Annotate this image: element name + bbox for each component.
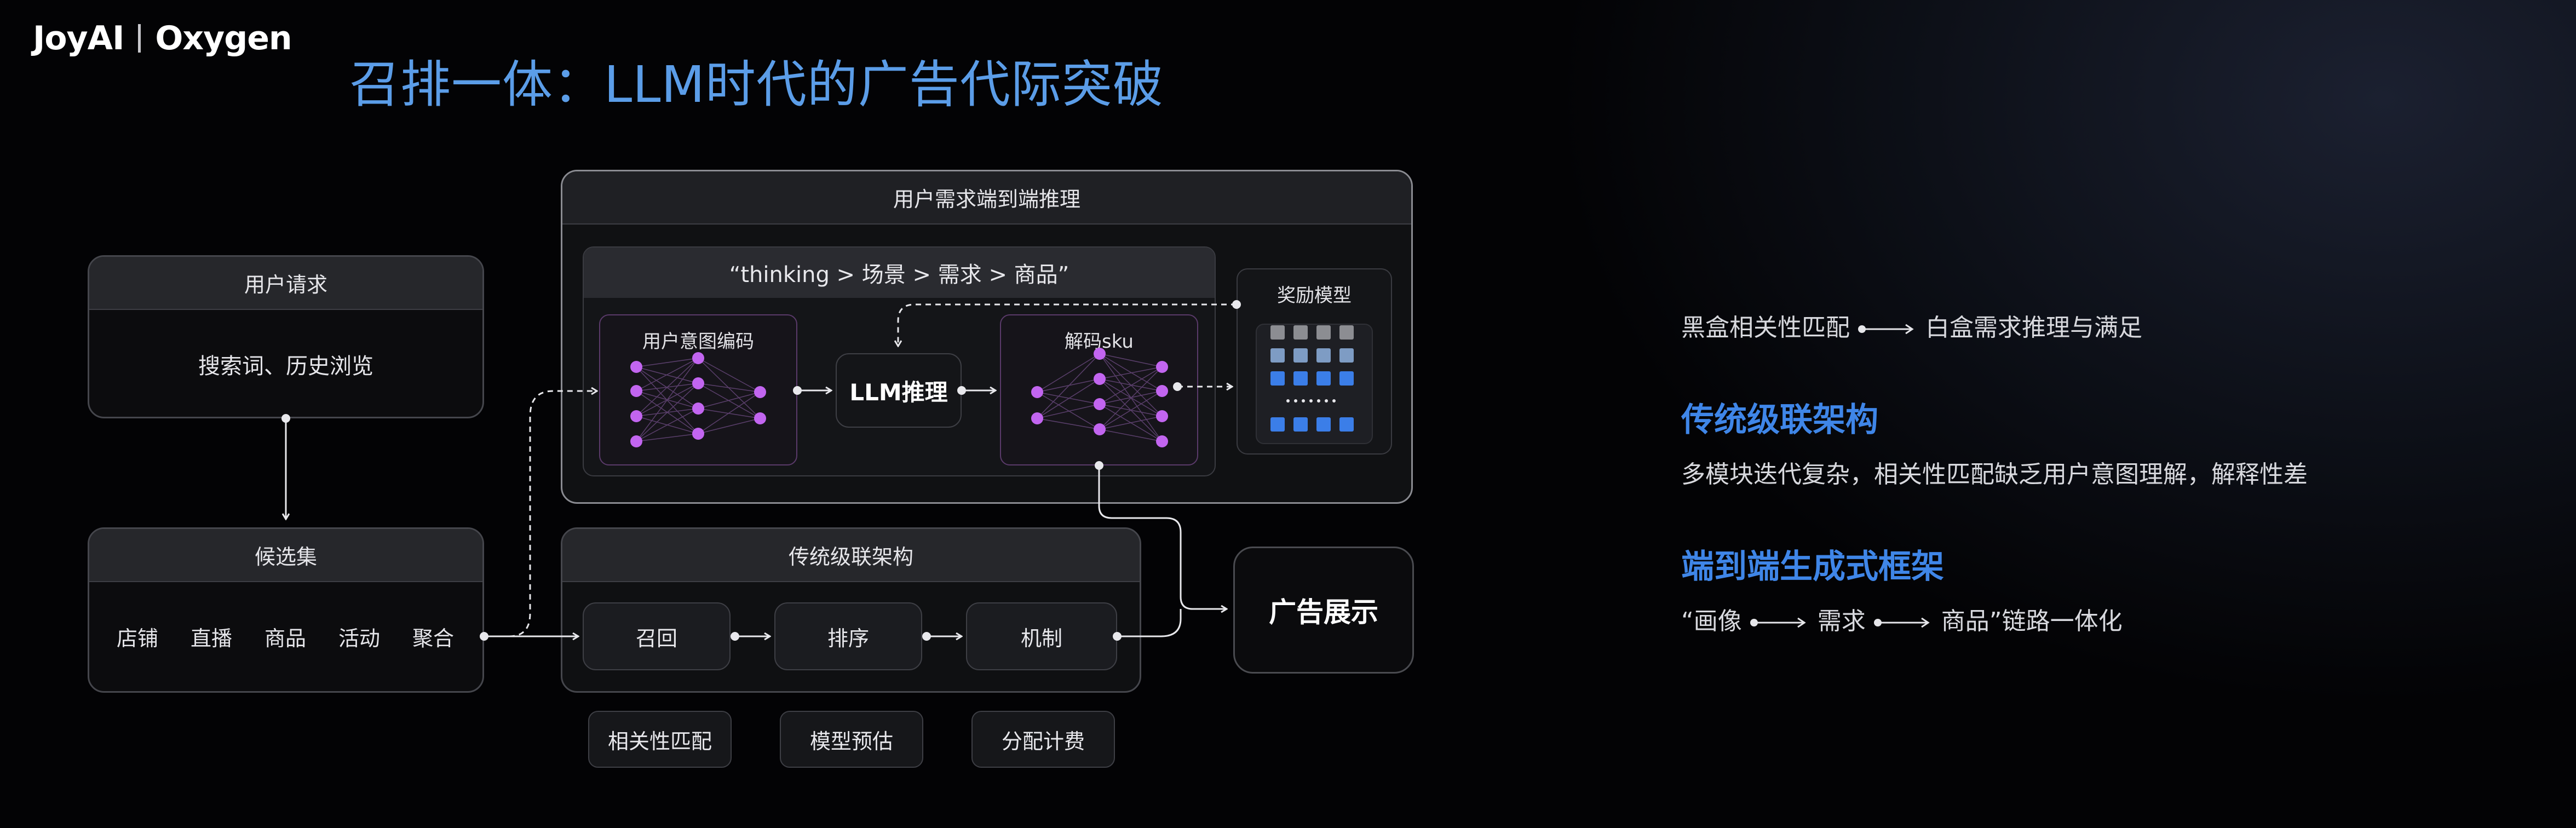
reward-model-box: 奖励模型 [1237,268,1392,455]
logo-oxygen: Oxygen [155,19,292,58]
page-title: 召排一体：LLM时代的广告代际突破 [349,55,1164,114]
logo-joyai: JoyAI [33,19,124,58]
arrow-right-icon [1873,617,1930,628]
stage-ranking: 排序 [774,602,922,670]
sub-relevance-matching: 相关性匹配 [588,711,732,768]
intent-encoder-box: 用户意图编码 [599,314,797,465]
user-request-title: 用户请求 [89,257,482,310]
sub-model-estimation: 模型预估 [780,711,923,768]
comparison-line: 黑盒相关性匹配 白盒需求推理与满足 [1681,308,2142,343]
arrow-right-icon [1750,617,1806,628]
traditional-description: 多模块迭代复杂，相关性匹配缺乏用户意图理解，解释性差 [1681,461,2308,488]
candidate-item: 商品 [264,626,307,651]
candidate-set-title: 候选集 [89,529,482,582]
intent-encoder-label: 用户意图编码 [642,331,754,353]
chain-line: “画像 需求 商品”链路一体化 [1681,601,2123,636]
candidate-item: 活动 [338,626,381,651]
blackbox-label: 黑盒相关性匹配 [1681,314,1850,342]
logo-divider [138,24,141,53]
e2e-title: 用户需求端到端推理 [562,171,1411,225]
brand-logo: JoyAI Oxygen [33,16,292,60]
cascade-title: 传统级联架构 [562,529,1140,582]
user-request-panel: 用户请求 搜索词、历史浏览 [88,255,484,418]
candidate-item: 店铺 [117,626,159,651]
traditional-heading: 传统级联架构 [1681,401,1878,439]
candidate-item: 聚合 [412,626,455,651]
arrow-down-icon [281,414,290,519]
chain-demand: 需求 [1817,607,1866,635]
ad-display-box: 广告展示 [1233,547,1414,674]
llm-reasoning-box: LLM推理 [836,353,962,428]
stage-recall: 召回 [583,602,731,670]
thinking-chain: “thinking > 场景 > 需求 > 商品” [584,248,1215,298]
sku-decoder-box: 解码sku [1000,314,1198,465]
reward-model-label: 奖励模型 [1277,285,1352,307]
chain-product: 商品”链路一体化 [1941,607,2123,635]
whitebox-label: 白盒需求推理与满足 [1925,314,2142,342]
e2e-heading: 端到端生成式框架 [1681,548,1944,586]
user-request-body: 搜索词、历史浏览 [198,353,373,379]
candidate-set-panel: 候选集 店铺 直播 商品 活动 聚合 [88,527,484,693]
sub-allocation-billing: 分配计费 [971,711,1115,768]
candidate-item: 直播 [191,626,233,651]
sku-decoder-label: 解码sku [1065,331,1134,353]
arrow-right-icon [1858,324,1914,335]
stage-mechanism: 机制 [966,602,1117,670]
chain-profile: “画像 [1681,607,1742,635]
